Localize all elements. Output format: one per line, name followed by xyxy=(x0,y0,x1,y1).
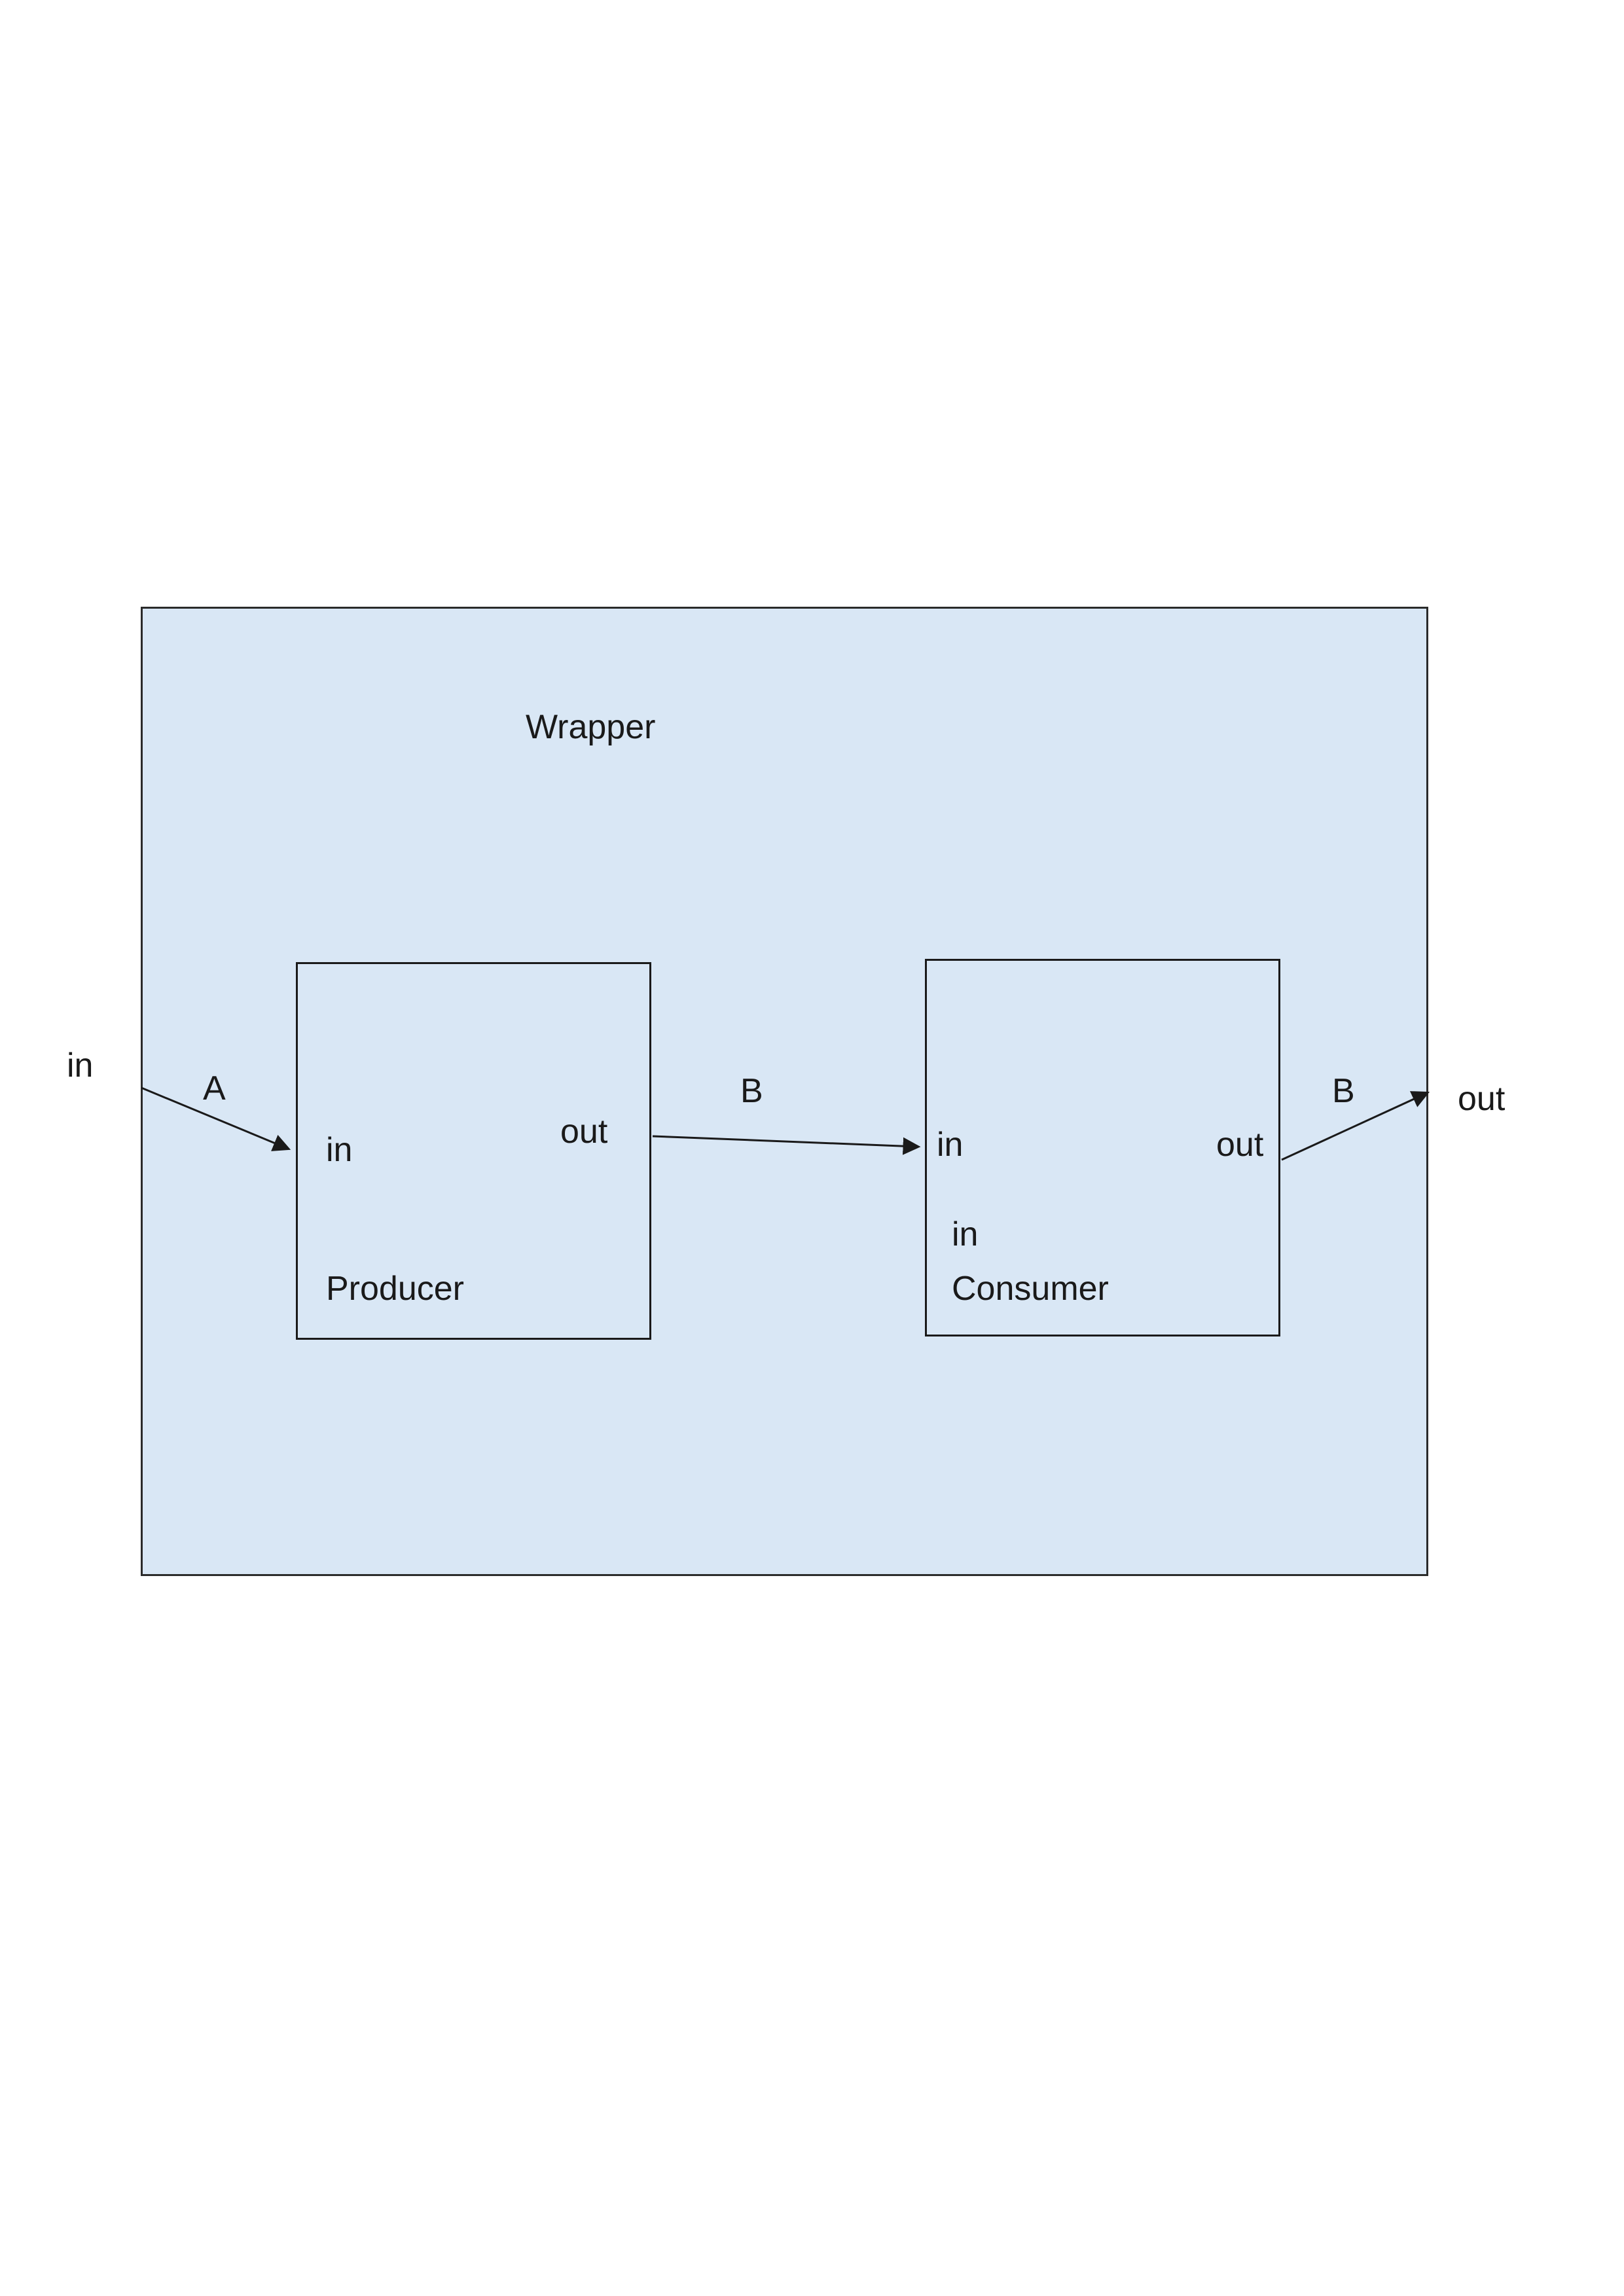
producer-in-port-label: in xyxy=(326,1131,353,1169)
consumer-out-port-label: out xyxy=(1216,1126,1264,1164)
consumer-box xyxy=(925,959,1280,1336)
producer-box xyxy=(296,962,651,1340)
edge-b1-label: B xyxy=(740,1072,763,1110)
wrapper-title: Wrapper xyxy=(526,708,656,746)
consumer-label: Consumer xyxy=(952,1270,1109,1308)
producer-label: Producer xyxy=(326,1270,464,1308)
consumer-extra-in-label: in xyxy=(952,1215,979,1253)
producer-out-port-label: out xyxy=(560,1113,608,1151)
external-in-label: in xyxy=(67,1047,94,1085)
edge-b2-label: B xyxy=(1332,1072,1355,1110)
wrapper-box xyxy=(141,607,1428,1576)
consumer-in-port-label: in xyxy=(937,1126,964,1164)
edge-a-label: A xyxy=(203,1069,226,1107)
external-out-label: out xyxy=(1458,1080,1506,1118)
